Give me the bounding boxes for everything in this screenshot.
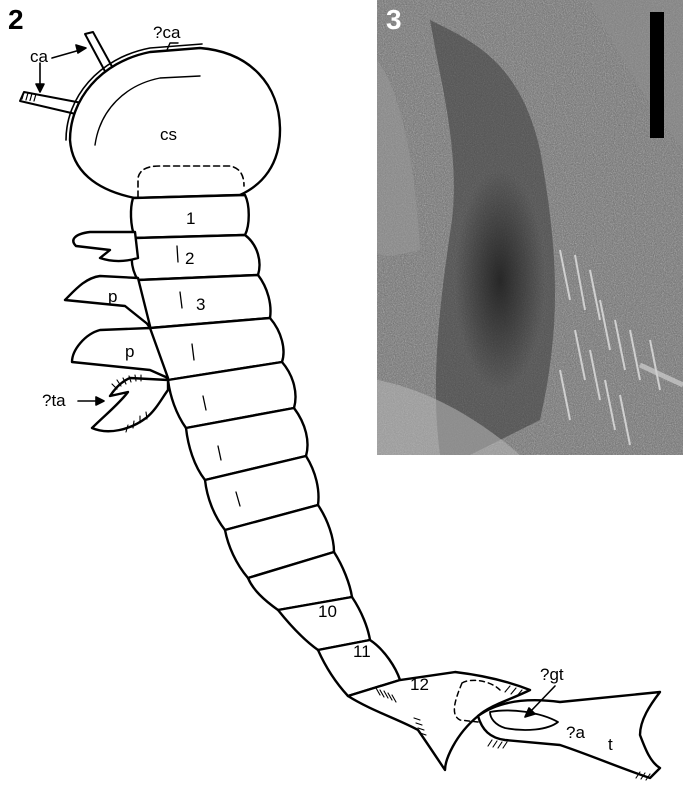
label-p-1: p <box>108 287 117 306</box>
label-segment-10: 10 <box>318 602 337 621</box>
label-segment-3: 3 <box>196 295 205 314</box>
label-ca: ca <box>30 47 49 66</box>
appendage-lower <box>20 92 82 115</box>
label-cs: cs <box>160 125 177 144</box>
segment-2 <box>132 235 260 280</box>
label-segment-1: 1 <box>186 209 195 228</box>
label-segment-11: 11 <box>353 642 371 661</box>
label-t: t <box>608 735 613 754</box>
label-ta: ?ta <box>42 391 66 410</box>
label-p-2: p <box>125 342 134 361</box>
label-gt: ?gt <box>540 665 564 684</box>
limb-ta <box>92 378 168 431</box>
label-segment-12: 12 <box>410 675 429 694</box>
panel-number-2: 2 <box>8 6 24 34</box>
scale-bar <box>650 12 664 138</box>
label-a: ?a <box>566 723 585 742</box>
label-segment-2: 2 <box>185 249 194 268</box>
panel-number-3: 3 <box>386 6 402 34</box>
limb-p2 <box>72 328 168 378</box>
label-ca-query: ?ca <box>153 23 181 42</box>
photo-panel <box>377 0 683 455</box>
limb-1 <box>73 232 138 261</box>
